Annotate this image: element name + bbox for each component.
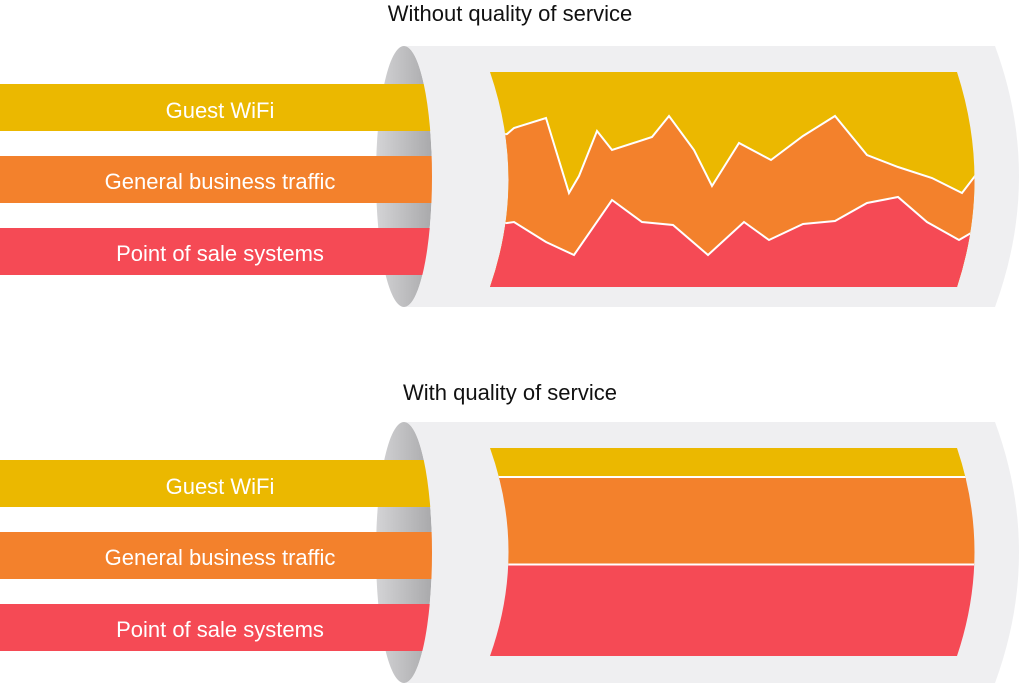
pipe-without-qos <box>0 46 1019 307</box>
band-general-traffic <box>0 532 432 579</box>
title-without-qos: Without quality of service <box>387 1 633 26</box>
band-guest-wifi <box>0 460 432 507</box>
area-pos-systems <box>490 197 975 287</box>
area-guest-wifi <box>490 448 975 480</box>
label-pos-systems: Point of sale systems <box>116 241 324 266</box>
band-pos-systems <box>0 228 432 275</box>
label-general-traffic: General business traffic <box>104 545 336 570</box>
pipe-with-qos <box>0 422 1019 683</box>
label-pos-systems: Point of sale systems <box>116 617 324 642</box>
label-general-traffic: General business traffic <box>104 169 336 194</box>
band-guest-wifi <box>0 84 432 131</box>
title-with-qos: With quality of service <box>403 380 617 405</box>
boundary-line-upper <box>490 114 975 196</box>
boundary-line-lower <box>490 195 975 257</box>
label-guest-wifi: Guest WiFi <box>165 474 275 499</box>
label-guest-wifi: Guest WiFi <box>165 98 275 123</box>
area-pos-systems <box>490 564 975 656</box>
band-general-traffic <box>0 156 432 203</box>
area-general-traffic <box>490 477 975 565</box>
band-pos-systems <box>0 604 432 651</box>
